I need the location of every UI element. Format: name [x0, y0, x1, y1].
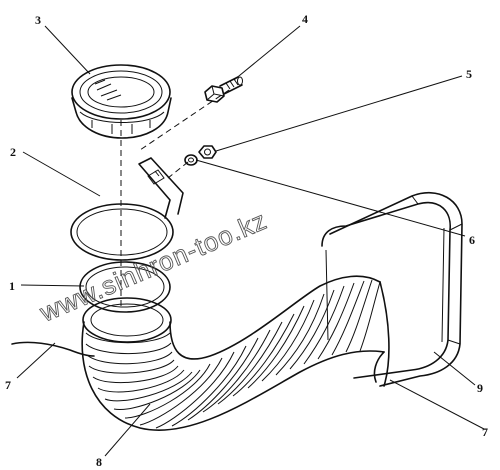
callout-9: 9 [477, 381, 483, 395]
callout-4: 4 [302, 12, 308, 26]
assembly-centre-lines [120, 89, 230, 310]
callout-8: 8 [96, 455, 102, 469]
part-4-bolt [204, 76, 243, 103]
part-8-hose [81, 275, 385, 431]
callout-numbers: 1 2 3 4 5 6 7 7 8 9 [5, 12, 488, 469]
callout-7-right: 7 [482, 425, 488, 439]
part-7-wire [11, 341, 385, 383]
callout-2: 2 [10, 145, 16, 159]
callout-1: 1 [9, 279, 15, 293]
callout-6: 6 [469, 233, 475, 247]
part-3-cap [71, 64, 172, 139]
callout-3: 3 [35, 13, 41, 27]
part-2-clamp [70, 157, 184, 261]
part-5-nut [198, 145, 217, 159]
leader-lines [16, 25, 485, 457]
part-9-housing [321, 191, 463, 387]
part-1-ring [79, 261, 171, 313]
callout-5: 5 [466, 67, 472, 81]
callout-7-left: 7 [5, 378, 11, 392]
